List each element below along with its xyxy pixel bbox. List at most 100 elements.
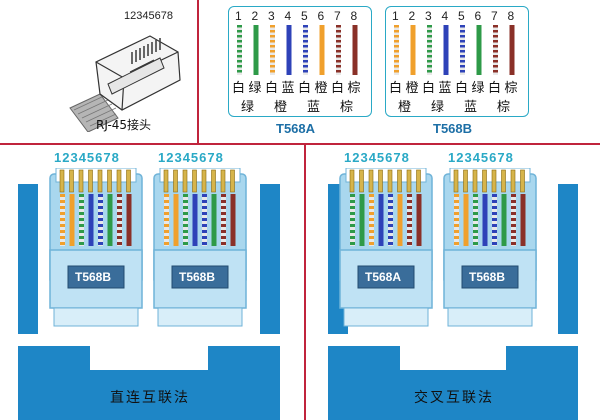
wire-white-blue: [492, 194, 497, 246]
rj45-pin-numbers: 12345678: [124, 10, 173, 22]
wire-name-1: 蓝: [281, 81, 295, 96]
wire-white-green: [427, 25, 432, 75]
contact-pin: [387, 169, 393, 193]
contact-pin: [520, 169, 525, 193]
standard-label: T568B: [433, 121, 473, 136]
wire-white-brown: [221, 194, 226, 246]
wire-name-1: 蓝: [438, 81, 452, 96]
contact-pin: [510, 169, 516, 193]
contact-pin: [349, 169, 355, 193]
contact-pin: [230, 169, 235, 193]
wire-name-1: 棕: [504, 81, 518, 96]
divider-horizontal: [0, 143, 600, 145]
wire-white-green: [79, 194, 84, 246]
wire-blue: [378, 194, 384, 246]
wire-diagram: [394, 25, 515, 75]
wire-white-green: [473, 194, 478, 246]
pin-number: 4: [441, 9, 449, 23]
wire-name-2: 蓝: [464, 100, 478, 115]
contact-pin: [88, 169, 93, 193]
contact-pin: [378, 169, 383, 193]
wire-name-1: 白: [422, 81, 436, 96]
wire-green: [476, 25, 482, 75]
panel-title: 交叉互联法: [414, 390, 494, 406]
wire-white-orange: [454, 194, 459, 246]
wire-name-1: 白: [488, 81, 502, 96]
wire-name-2: 橙: [274, 100, 288, 115]
contact-pin: [482, 169, 487, 193]
contact-pin: [463, 169, 468, 193]
wire-white-green: [183, 194, 188, 246]
wire-name-1: 白: [298, 81, 312, 96]
contact-pin: [220, 169, 226, 193]
wire-name-2: 绿: [431, 100, 445, 115]
wire-white-blue: [388, 194, 393, 246]
wire-brown: [416, 194, 422, 246]
pin-number: 5: [458, 9, 465, 23]
wire-green: [107, 194, 113, 246]
pin-number: 7: [491, 9, 498, 23]
wire-white-orange: [394, 25, 399, 75]
wire-name-1: 棕: [347, 81, 361, 96]
contact-pin: [78, 169, 84, 193]
wire-blue: [443, 25, 449, 75]
standard-label: T568A: [276, 121, 316, 136]
wire-name-1: 白: [455, 81, 469, 96]
plug-standard-label: T568B: [469, 270, 506, 284]
contact-pin: [201, 169, 207, 193]
plug-body: [443, 168, 537, 327]
wire-white-brown: [117, 194, 122, 246]
plug-standard-label: T568A: [365, 270, 402, 284]
contact-pin: [368, 169, 374, 193]
wire-name-1: 白: [331, 81, 345, 96]
contact-pin: [126, 169, 131, 193]
contact-pin: [472, 169, 478, 193]
wire-orange: [319, 25, 325, 75]
plug-pin-numbers: 12345678: [158, 150, 224, 165]
pin-number: 8: [507, 9, 515, 23]
contact-pin: [192, 169, 197, 193]
wire-white-orange: [164, 194, 169, 246]
wire-orange: [173, 194, 179, 246]
wire-name-1: 白: [389, 81, 403, 96]
divider-vertical-bottom: [304, 145, 306, 420]
wire-green: [501, 194, 507, 246]
contact-pin: [211, 169, 216, 193]
contact-pin: [453, 169, 459, 193]
wire-name-1: 橙: [314, 81, 328, 96]
contact-pin: [163, 169, 169, 193]
contact-pin: [59, 169, 65, 193]
wire-brown: [230, 194, 236, 246]
wire-white-brown: [493, 25, 498, 75]
pin-number: 7: [334, 9, 341, 23]
contact-pin: [406, 169, 412, 193]
wire-name-2: 蓝: [307, 100, 321, 115]
wire-name-1: 橙: [405, 81, 419, 96]
wire-brown: [520, 194, 526, 246]
plug-body: [153, 168, 247, 327]
divider-vertical-top: [197, 0, 199, 143]
wire-green: [253, 25, 259, 75]
wire-orange: [397, 194, 403, 246]
wire-name-2: 绿: [241, 100, 255, 115]
wire-brown: [352, 25, 358, 75]
plug-standard-label: T568B: [75, 270, 112, 284]
pin-number: 3: [268, 9, 275, 23]
panel-title: 直连互联法: [110, 390, 190, 406]
wire-blue: [192, 194, 198, 246]
contact-pin: [359, 169, 364, 193]
plug-pin-numbers: 12345678: [344, 150, 410, 165]
wire-name-2: 棕: [340, 100, 354, 115]
wire-white-blue: [202, 194, 207, 246]
contact-pin: [69, 169, 74, 193]
wire-brown: [126, 194, 132, 246]
pin-number: 2: [408, 9, 416, 23]
wire-white-orange: [270, 25, 275, 75]
rj45-caption: RJ-45接头: [96, 118, 152, 132]
wire-orange: [69, 194, 75, 246]
